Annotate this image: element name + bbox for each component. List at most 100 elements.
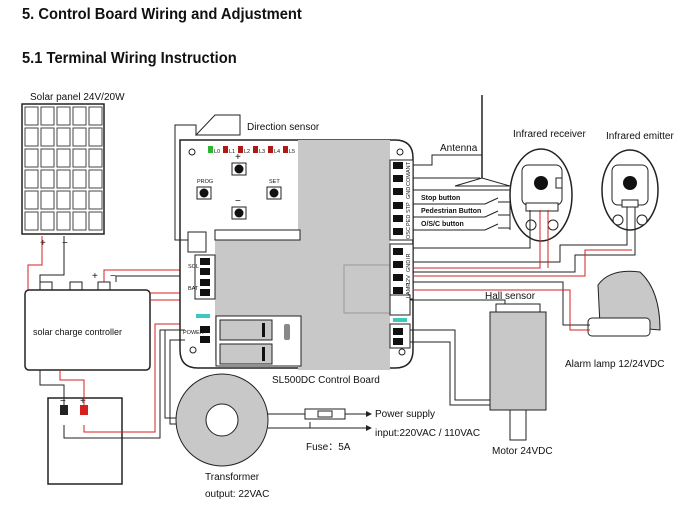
transformer: Transformer output: 22VAC <box>175 373 269 500</box>
transformer-label: Transformer <box>205 472 260 483</box>
section-heading: 5. Control Board Wiring and Adjustment <box>22 6 302 23</box>
terminal-label-osc: OSC <box>406 227 412 239</box>
solar-panel: Solar panel 24V/20W + − <box>21 92 125 249</box>
terminal-label-stp: STP <box>406 202 412 213</box>
led-label: L5 <box>289 149 295 155</box>
power-supply-label: Power supply <box>375 409 435 420</box>
alarm-lamp-label: Alarm lamp 12/24VDC <box>565 359 664 370</box>
terminal-screw <box>200 326 210 333</box>
terminal-bat-label: BAT <box>188 286 199 292</box>
motor: Motor 24VDC <box>489 303 553 457</box>
solar-cell <box>24 190 39 210</box>
terminal-screw <box>393 328 403 335</box>
terminal-screw <box>393 338 403 345</box>
motor-label: Motor 24VDC <box>492 446 553 457</box>
terminal-screw <box>393 261 403 268</box>
antenna-label: Antenna <box>440 143 478 154</box>
solar-cell <box>88 211 103 231</box>
led-indicator-l2 <box>238 146 243 153</box>
solar-cell <box>56 169 71 189</box>
alarm-lamp: Alarm lamp 12/24VDC <box>565 270 664 370</box>
subsection-heading: 5.1 Terminal Wiring Instruction <box>22 50 237 67</box>
terminal-screw <box>393 175 403 182</box>
minus-button[interactable]: − <box>231 196 247 220</box>
solar-cell <box>72 190 87 210</box>
set-button[interactable]: SET <box>266 179 282 200</box>
terminal-screw <box>393 215 403 222</box>
terminal-screw <box>393 274 403 281</box>
solar-cell <box>88 106 103 126</box>
led-indicator-l3 <box>253 146 258 153</box>
solar-cell <box>40 106 55 126</box>
terminal-screw <box>200 258 210 265</box>
terminal-screw <box>200 289 210 296</box>
terminal-label-ir: IR <box>406 253 412 259</box>
solar-cell <box>24 127 39 147</box>
plus-button[interactable]: + <box>231 152 247 176</box>
battery: − + <box>47 396 123 485</box>
led-indicator-l1 <box>223 146 228 153</box>
infrared-emitter: Infrared emitter <box>601 131 674 231</box>
charge-controller-label: solar charge controller <box>33 327 122 337</box>
wire-solar-positive <box>27 236 43 290</box>
infrared-receiver: Infrared receiver <box>509 129 586 242</box>
external-buttons: Stop button Pedestrian Button O/S/C butt… <box>413 189 511 231</box>
led-label: L4 <box>274 149 280 155</box>
direction-sensor: Direction sensor <box>194 114 320 136</box>
led-label: L0 <box>214 149 220 155</box>
solar-cell <box>56 106 71 126</box>
led-label: L1 <box>229 149 235 155</box>
set-label: SET <box>269 179 280 185</box>
transformer-output-label: output: 22VAC <box>205 489 269 500</box>
solar-cell <box>24 106 39 126</box>
solar-cell <box>56 190 71 210</box>
solar-cell <box>24 169 39 189</box>
terminal-label-com: COM <box>406 173 412 186</box>
solar-cell <box>56 148 71 168</box>
indicator <box>196 314 210 318</box>
terminal-screw <box>200 268 210 275</box>
led-indicator-l0 <box>208 146 213 153</box>
solar-cell <box>24 148 39 168</box>
fuse: Fuse：5A <box>304 408 351 453</box>
direction-sensor-connector <box>187 231 207 253</box>
led-label: L2 <box>244 149 250 155</box>
solar-cell <box>88 148 103 168</box>
led-indicator-l5 <box>283 146 288 153</box>
solar-cell <box>88 190 103 210</box>
terminal-screw <box>393 188 403 195</box>
terminal-label-ant: ANT <box>406 161 412 173</box>
prog-label: PROG <box>197 179 213 185</box>
solar-cell <box>56 127 71 147</box>
solar-cell <box>72 211 87 231</box>
terminal-screw <box>200 336 210 343</box>
direction-sensor-label: Direction sensor <box>247 122 320 133</box>
solar-cell <box>40 127 55 147</box>
led-indicator-l4 <box>268 146 273 153</box>
solar-cell <box>40 169 55 189</box>
terminal-label-ped: PED <box>406 215 412 226</box>
solar-cell <box>40 190 55 210</box>
solar-cell <box>88 127 103 147</box>
antenna: Antenna <box>440 95 511 187</box>
solar-cell <box>72 106 87 126</box>
solar-cell <box>72 127 87 147</box>
prog-button[interactable]: PROG <box>196 179 213 200</box>
solar-plus-label: + <box>40 238 46 249</box>
solar-minus-label: − <box>62 238 68 249</box>
terminal-screw <box>393 248 403 255</box>
minus-button-label: − <box>235 196 241 207</box>
hall-sensor-connector <box>389 294 411 316</box>
solar-cell <box>24 211 39 231</box>
solar-cell <box>40 211 55 231</box>
infrared-receiver-label: Infrared receiver <box>513 129 586 140</box>
terminal-screw <box>393 202 403 209</box>
controller-plus-label: + <box>92 271 98 282</box>
terminal-sol-label: SOL <box>188 264 199 270</box>
terminal-screw <box>393 228 403 235</box>
plus-button-label: + <box>235 152 241 163</box>
fuse-label: Fuse：5A <box>306 442 351 453</box>
osc-button-label: O/S/C button <box>421 221 464 228</box>
